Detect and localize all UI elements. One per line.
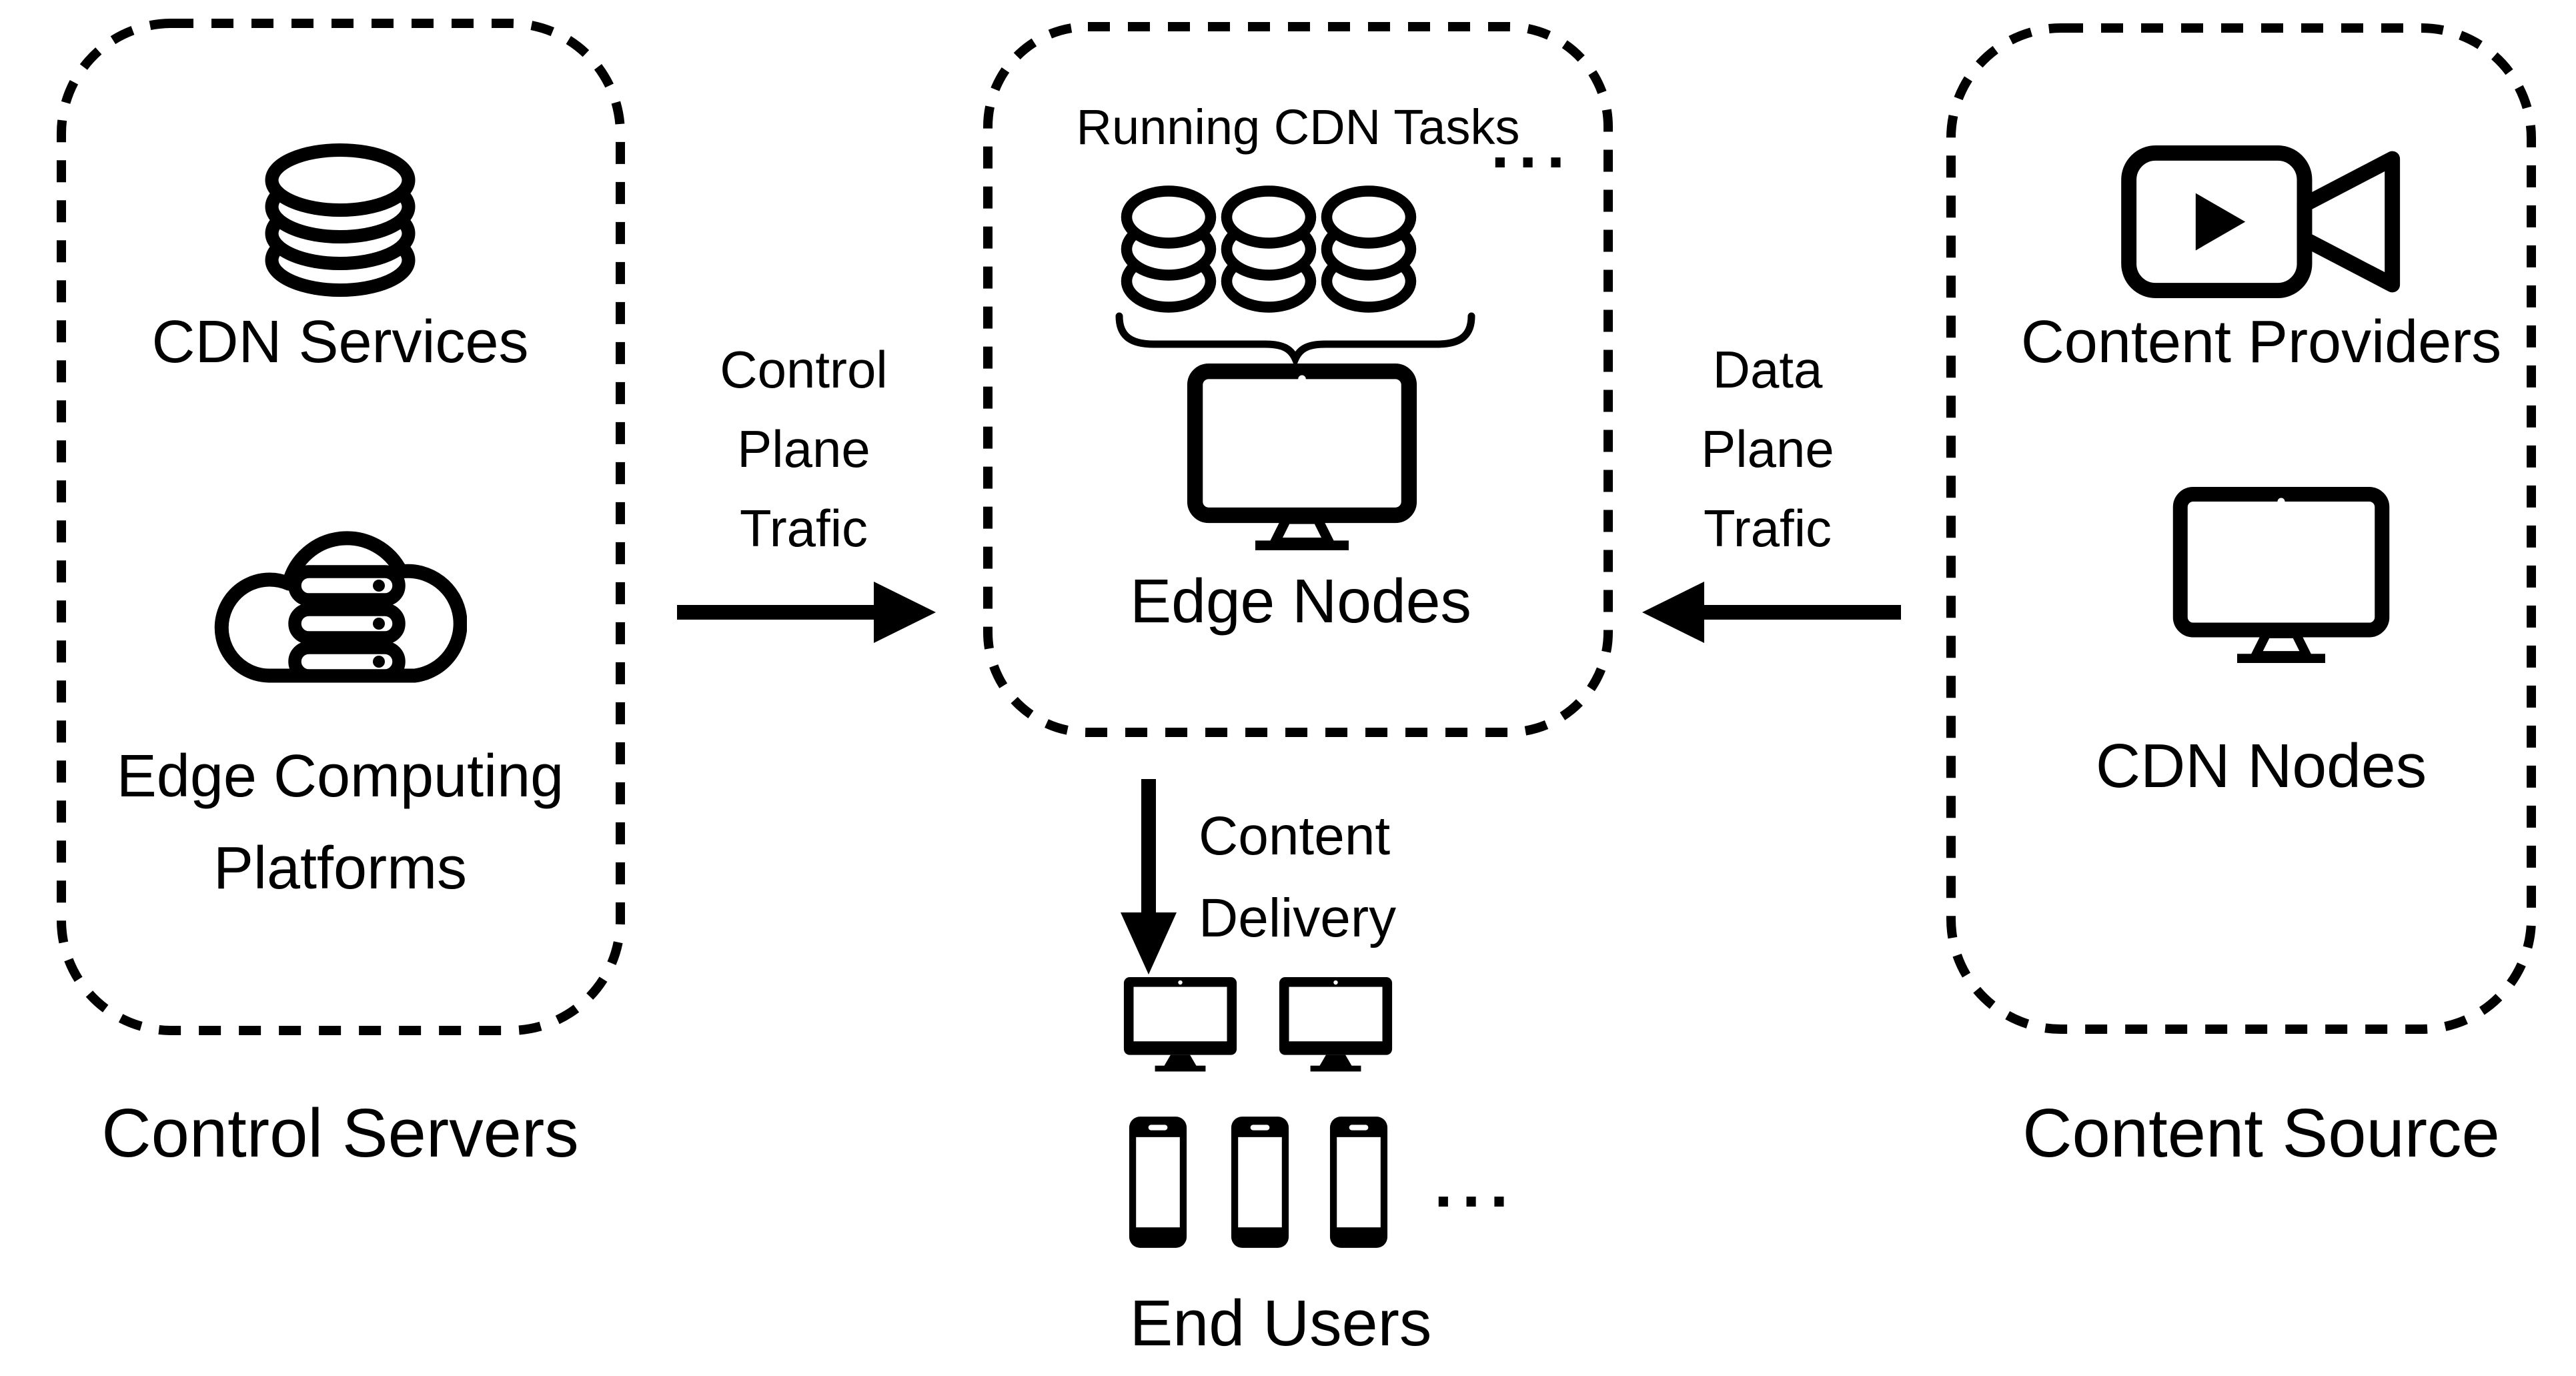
smartphone-icon: [1129, 1117, 1187, 1248]
coin-stack-icon: [1121, 185, 1217, 313]
tasks-ellipsis: ...: [1491, 107, 1575, 182]
data-plane-line1: Data: [1712, 340, 1823, 399]
content-providers-label: Content Providers: [2020, 309, 2502, 376]
data-plane-arrow-icon: [1642, 582, 1901, 643]
edge-nodes-label: Edge Nodes: [1130, 566, 1471, 636]
end-users-ellipsis: ...: [1434, 1147, 1518, 1221]
edge-nodes-monitor-icon: [1187, 364, 1417, 550]
smartphone-icon: [1329, 1117, 1388, 1248]
control-plane-line1: Control: [720, 340, 888, 399]
end-users-label: End Users: [1129, 1287, 1432, 1359]
control-servers-caption: Control Servers: [101, 1095, 579, 1171]
desktop-filled-icon: [1279, 977, 1393, 1072]
edge-computing-line1: Edge Computing: [116, 743, 564, 810]
coin-stack-icon: [1221, 185, 1317, 313]
database-stack-icon: [265, 143, 416, 297]
content-source-box: [1946, 23, 2536, 1034]
cloud-servers-icon: [214, 531, 467, 683]
desktop-filled-icon: [1123, 977, 1237, 1072]
control-plane-line2: Plane: [737, 420, 870, 478]
content-source-caption: Content Source: [2022, 1095, 2500, 1171]
video-camera-icon: [2121, 145, 2401, 298]
cdn-nodes-monitor-icon: [2172, 487, 2390, 663]
content-delivery-line1: Content: [1199, 806, 1391, 866]
cdn-services-label: CDN Services: [151, 309, 529, 376]
edge-nodes-box: [983, 22, 1613, 737]
control-plane-line3: Trafic: [739, 499, 868, 558]
content-delivery-label: Content Delivery: [1199, 795, 1479, 959]
control-plane-traffic-label: Control Plane Trafic: [670, 330, 937, 568]
running-cdn-tasks-label: Running CDN Tasks: [1076, 99, 1520, 155]
edge-computing-line2: Platforms: [213, 835, 468, 902]
data-plane-traffic-label: Data Plane Trafic: [1634, 330, 1901, 568]
underbrace-icon: [1115, 312, 1475, 364]
content-delivery-line2: Delivery: [1199, 888, 1397, 948]
data-plane-line3: Trafic: [1703, 499, 1832, 558]
data-plane-line2: Plane: [1701, 420, 1834, 478]
control-plane-arrow-icon: [677, 582, 936, 643]
edge-computing-platforms-label: Edge Computing Platforms: [40, 730, 640, 914]
coin-stack-icon: [1321, 185, 1417, 313]
control-servers-box: [57, 19, 625, 1035]
smartphone-icon: [1231, 1117, 1289, 1248]
cdn-nodes-label: CDN Nodes: [2095, 731, 2427, 800]
content-delivery-arrow-icon: [1121, 779, 1177, 974]
